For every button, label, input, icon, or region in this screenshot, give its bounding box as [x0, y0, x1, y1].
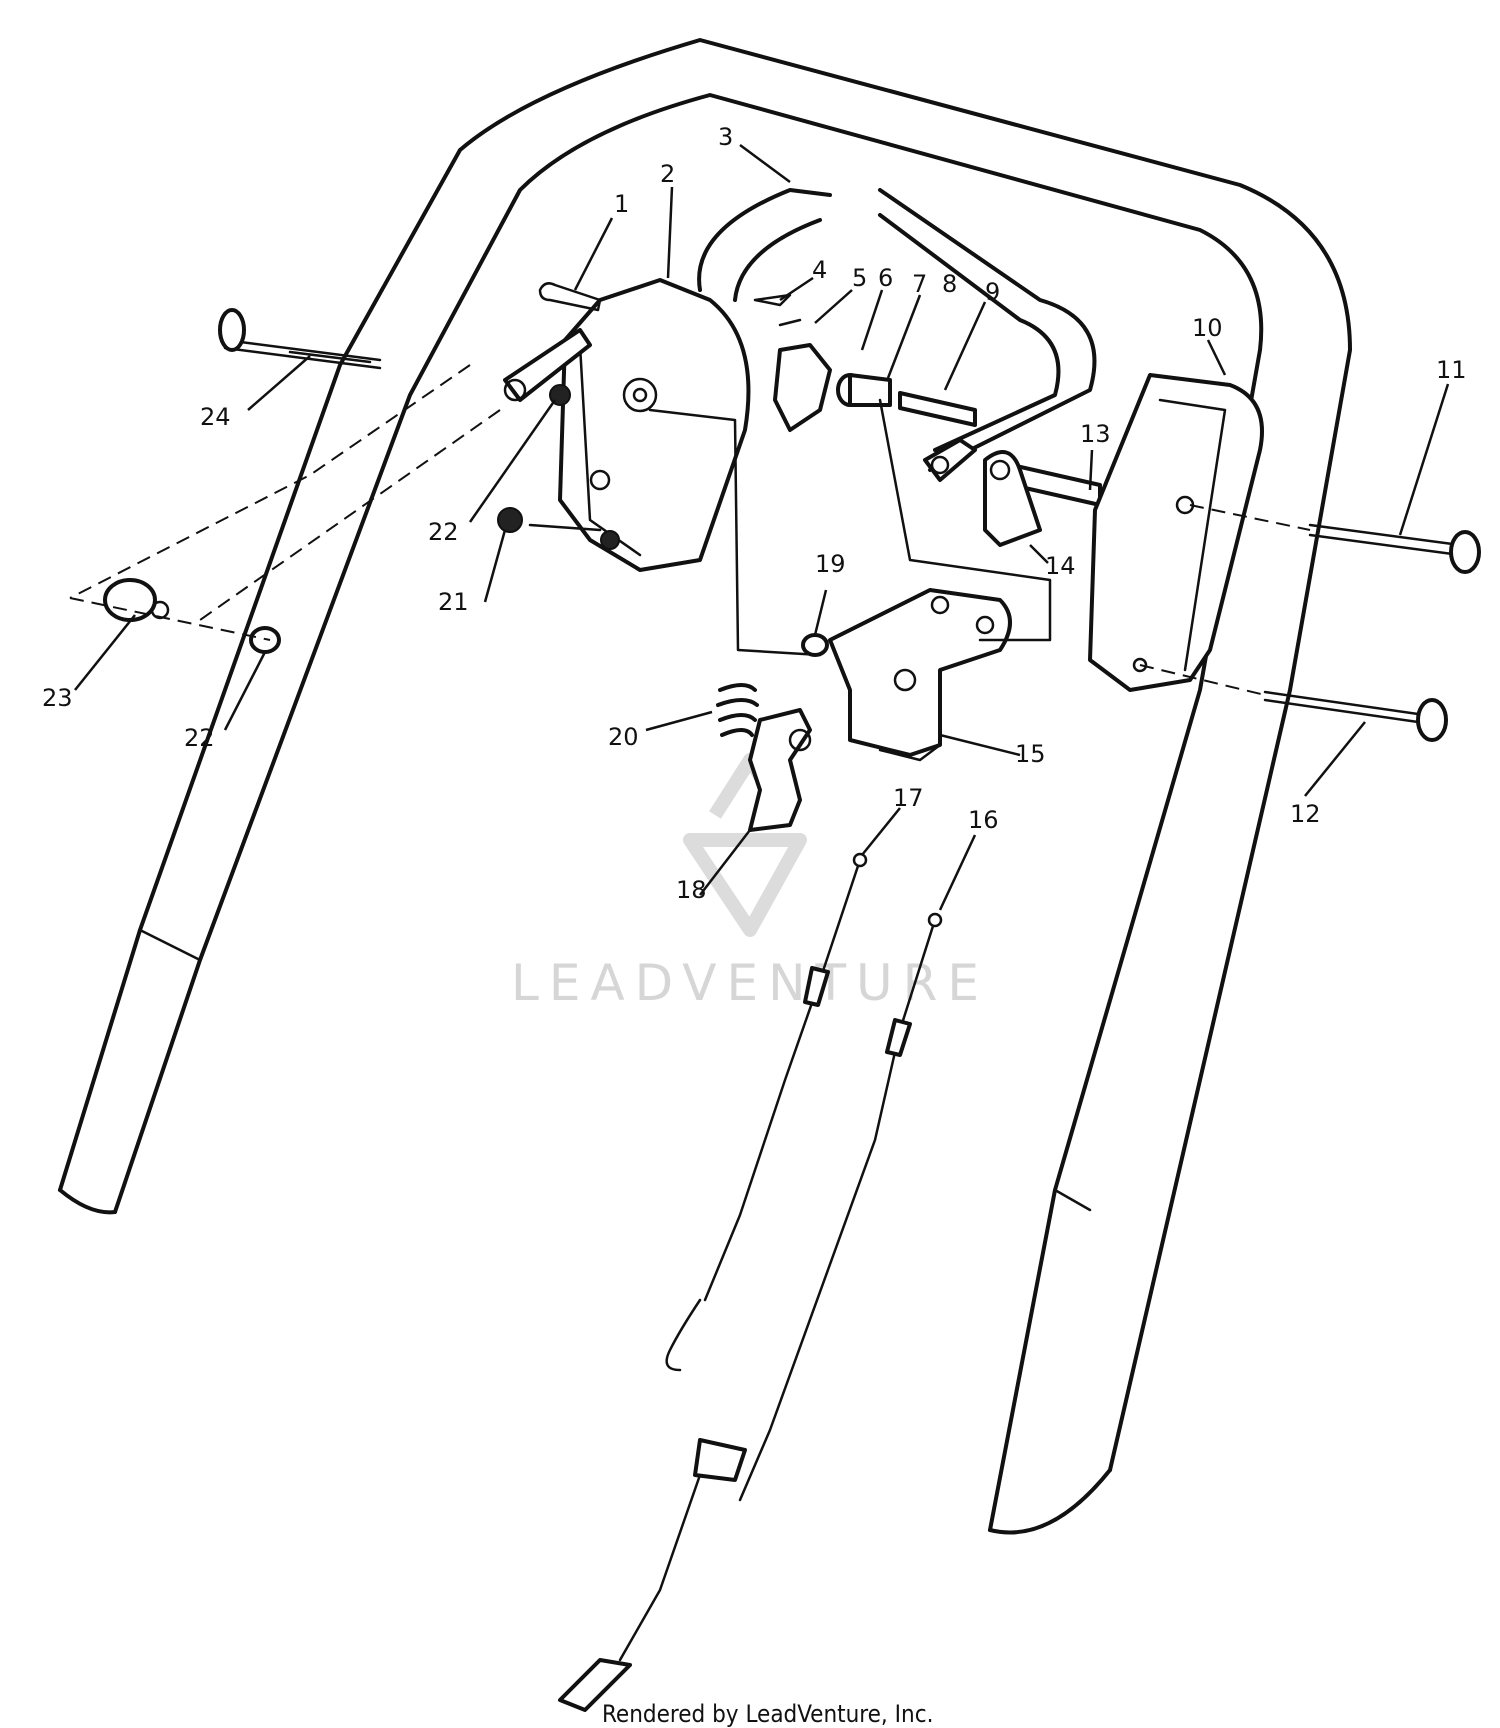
bracket-assembly [716, 588, 1012, 832]
callout-9: 9 [985, 278, 1000, 306]
watermark-text: LEADVENTURE [511, 954, 989, 1012]
callout-leaders [74, 143, 1450, 911]
right-bolts [1263, 523, 1481, 742]
assembly-lines [69, 364, 1311, 696]
watermark: LEADVENTURE [511, 753, 989, 1012]
callout-5: 5 [852, 264, 867, 292]
callout-6: 6 [878, 264, 893, 292]
callout-8: 8 [942, 270, 957, 298]
left-fasteners [103, 282, 602, 654]
callout-22-lower: 22 [184, 724, 215, 752]
callout-23: 23 [42, 684, 73, 712]
callout-3: 3 [718, 123, 733, 151]
left-housing [558, 278, 751, 572]
shaft-assembly [753, 293, 977, 482]
callout-13: 13 [1080, 420, 1111, 448]
callout-12: 12 [1290, 800, 1321, 828]
right-lever [983, 450, 1102, 547]
callout-1: 1 [614, 190, 629, 218]
callout-17: 17 [893, 784, 924, 812]
callout-labels: 1 2 3 4 5 6 7 8 9 10 11 12 13 14 15 16 1… [42, 123, 1467, 904]
bail-handle [697, 188, 1097, 472]
callout-22-upper: 22 [428, 518, 459, 546]
callout-7: 7 [912, 270, 927, 298]
callout-14: 14 [1045, 552, 1076, 580]
callout-11: 11 [1436, 356, 1467, 384]
callout-18: 18 [676, 876, 707, 904]
handle-frame [58, 38, 1352, 1535]
right-housing [1088, 373, 1264, 692]
callout-24: 24 [200, 403, 231, 431]
cables [558, 852, 943, 1712]
callout-15: 15 [1015, 740, 1046, 768]
callout-20: 20 [608, 723, 639, 751]
callout-10: 10 [1192, 314, 1223, 342]
callout-16: 16 [968, 806, 999, 834]
callout-4: 4 [812, 256, 827, 284]
credit-text: Rendered by LeadVenture, Inc. [602, 1700, 933, 1728]
callout-21: 21 [438, 588, 469, 616]
callout-19: 19 [815, 550, 846, 578]
callout-2: 2 [660, 160, 675, 188]
